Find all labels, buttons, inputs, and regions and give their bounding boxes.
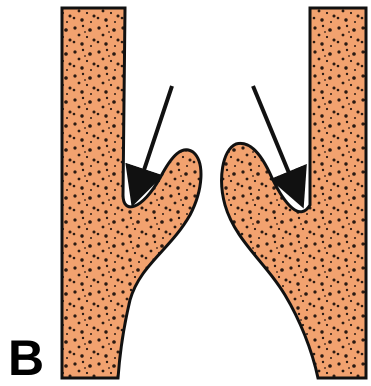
left-wall-shape	[62, 8, 201, 378]
panel-label: B	[8, 333, 44, 383]
right-wall-shape	[222, 8, 366, 378]
